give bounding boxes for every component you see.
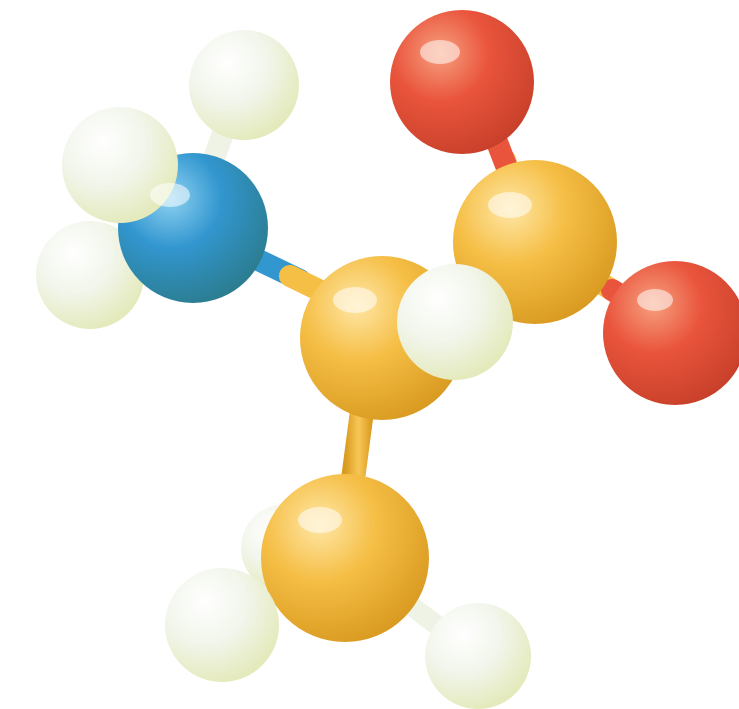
carbon-atom-methyl bbox=[261, 474, 429, 642]
hydrogen-atom-methyl-right bbox=[425, 603, 531, 709]
highlight-carbon-carboxyl bbox=[488, 192, 532, 218]
atoms bbox=[36, 10, 739, 709]
highlight-carbon-alpha bbox=[333, 287, 377, 313]
oxygen-atom-carbonyl bbox=[390, 10, 534, 154]
highlight-oxygen-hydroxyl bbox=[637, 289, 673, 311]
highlights bbox=[150, 40, 673, 533]
highlight-carbon-methyl bbox=[298, 507, 342, 533]
highlight-nitrogen bbox=[150, 183, 190, 207]
hydrogen-atom-amino-top bbox=[189, 30, 299, 140]
hydrogen-atom-alpha bbox=[397, 264, 513, 380]
hydrogen-atom-amino-front bbox=[62, 107, 178, 223]
hydrogen-atom-amino-left bbox=[36, 221, 144, 329]
highlight-oxygen-carbonyl bbox=[420, 40, 460, 64]
hydrogen-atom-methyl-left bbox=[165, 568, 279, 682]
oxygen-atom-hydroxyl bbox=[603, 261, 739, 405]
